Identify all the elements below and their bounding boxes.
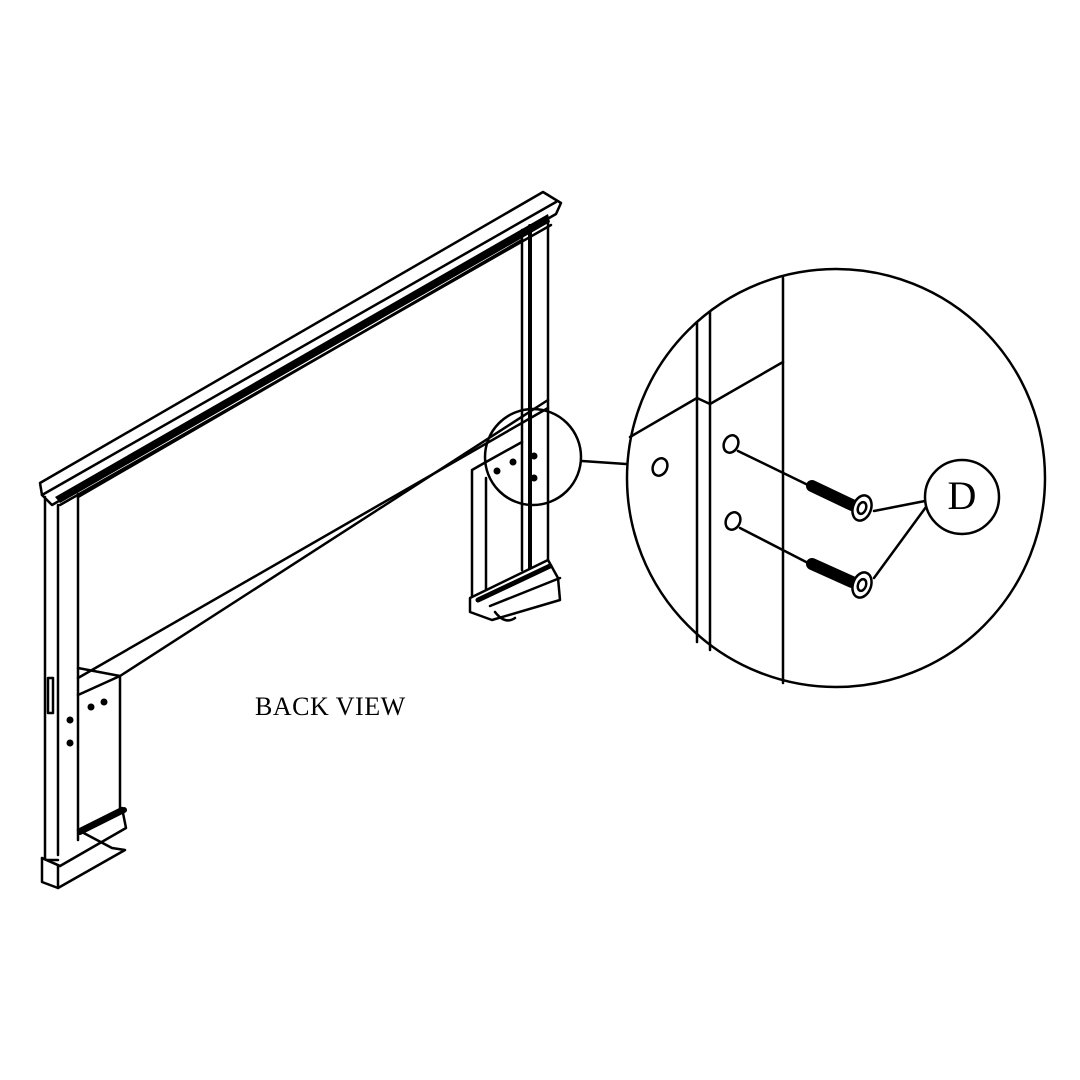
hole [651,457,669,477]
bolt-d-1 [736,449,873,522]
hole [722,434,740,454]
part-label-d: D [947,473,977,518]
headboard [38,190,628,890]
callout-leader [580,459,628,466]
cap-molding [55,214,550,503]
detail-callout-small [483,407,583,507]
bolt-d-2 [738,526,873,599]
view-caption: BACK VIEW [255,692,406,721]
detail-magnified [625,267,1047,689]
part-label-circle [923,458,1001,536]
hole [724,511,742,531]
left-leg-plate [76,674,122,812]
right-leg-plate [470,440,524,600]
left-foot [40,806,128,890]
